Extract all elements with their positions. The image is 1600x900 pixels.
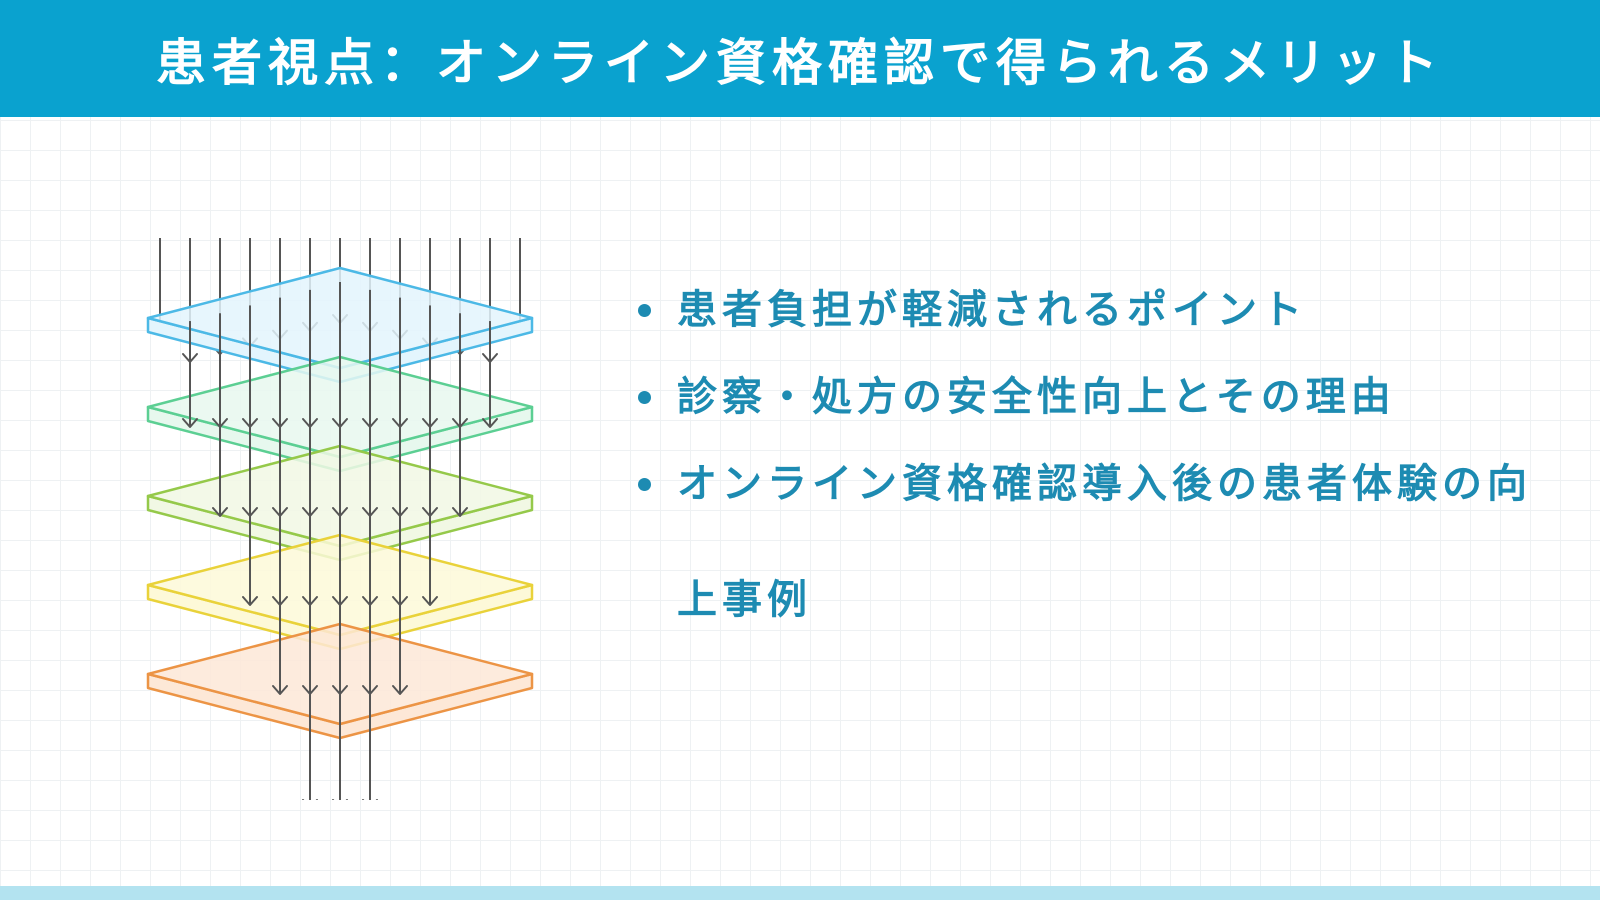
passing-arrow bbox=[422, 483, 438, 606]
passing-arrow bbox=[212, 402, 228, 517]
passing-arrow bbox=[482, 321, 498, 428]
benefit-text: 患者負担が軽減されるポイント bbox=[677, 287, 1307, 333]
bullet-dot-icon bbox=[638, 304, 651, 317]
passing-arrow bbox=[452, 402, 468, 517]
list-item: 診察・処方の安全性向上とその理由 bbox=[638, 339, 1568, 455]
list-item: オンライン資格確認導入後の患者体験の向上事例 bbox=[638, 426, 1568, 658]
passing-arrow bbox=[242, 483, 258, 606]
benefit-text: 診察・処方の安全性向上とその理由 bbox=[677, 374, 1396, 420]
layered-filter-icon bbox=[146, 238, 534, 809]
header-bar: 患者視点：オンライン資格確認で得られるメリット bbox=[0, 0, 1600, 117]
layered-filter-diagram bbox=[140, 230, 560, 809]
page-title: 患者視点：オンライン資格確認で得られるメリット bbox=[156, 33, 1444, 92]
bullet-dot-icon bbox=[638, 391, 651, 404]
footer-band bbox=[0, 886, 1600, 900]
benefit-text: オンライン資格確認導入後の患者体験の向上事例 bbox=[677, 461, 1532, 623]
passing-arrow bbox=[182, 321, 198, 428]
passing-arrow bbox=[392, 564, 408, 695]
benefit-list: 患者負担が軽減されるポイント 診察・処方の安全性向上とその理由 オンライン資格確… bbox=[638, 252, 1568, 658]
passing-arrow bbox=[272, 564, 288, 695]
bullet-dot-icon bbox=[638, 478, 651, 491]
list-item: 患者負担が軽減されるポイント bbox=[638, 252, 1568, 368]
